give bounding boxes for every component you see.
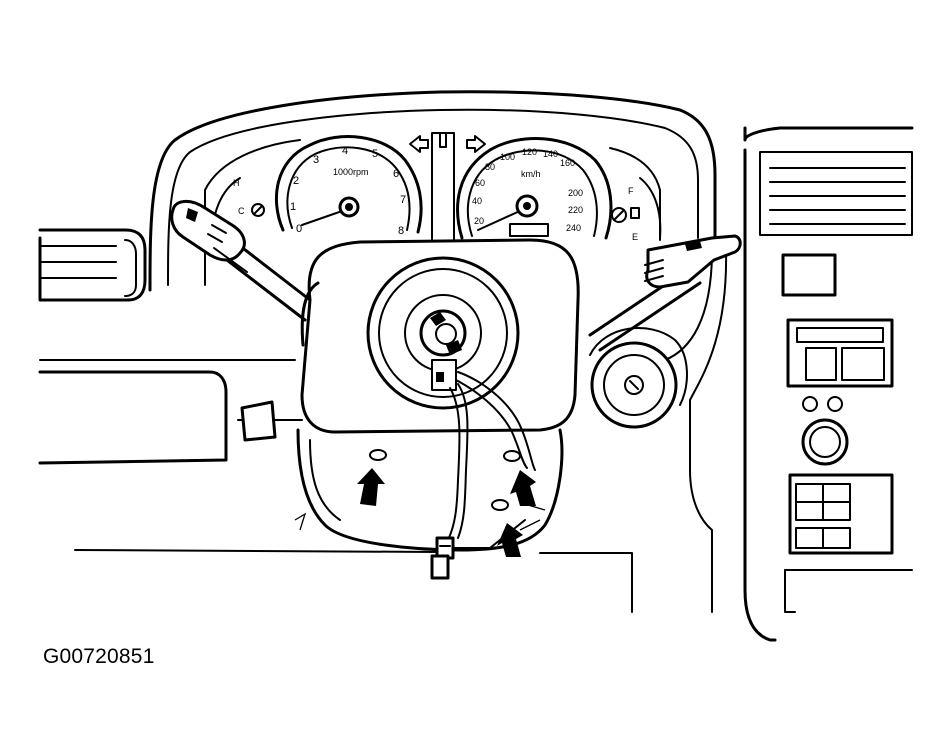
switch-panel (786, 318, 894, 388)
ignition-switch (589, 327, 688, 429)
speedometer-needle (477, 209, 523, 231)
odometer-display (509, 223, 549, 237)
speed-tick-120: 120 (522, 147, 537, 157)
instrument-cluster-hood (148, 90, 717, 292)
speed-tick-200: 200 (568, 188, 583, 198)
arrow-icon-right-screw (510, 470, 536, 506)
screw-location-arrows (357, 468, 536, 557)
screw-hole-lower (491, 499, 509, 511)
tach-tick-8: 8 (398, 225, 404, 237)
tach-tick-4: 4 (342, 145, 348, 157)
speed-tick-240: 240 (566, 223, 581, 233)
speed-tick-160: 160 (560, 158, 575, 168)
speed-tick-60: 60 (475, 178, 485, 188)
fuel-empty-label: E (632, 232, 638, 242)
tach-tick-0: 0 (296, 223, 302, 235)
temp-low-label: C (238, 206, 245, 216)
shroud-screw-holes (369, 449, 521, 511)
speed-tick-40: 40 (472, 196, 482, 206)
temp-high-label: H (233, 178, 240, 188)
climate-control-panel (788, 473, 894, 555)
hazard-switch (781, 253, 837, 297)
harness-connector-lower (430, 554, 450, 580)
fuel-full-label: F (628, 186, 634, 196)
left-air-vent (38, 228, 147, 302)
screw-hole-left (369, 449, 387, 461)
right-air-vent (769, 167, 906, 225)
wiring-harness (430, 371, 546, 580)
left-turn-arrow-icon (409, 135, 429, 153)
figure-id-label: G00720851 (43, 645, 155, 668)
screw-hole-right (503, 450, 521, 462)
speed-tick-80: 80 (485, 162, 495, 172)
speed-tick-20: 20 (474, 216, 484, 226)
tach-tick-7: 7 (400, 194, 406, 206)
tachometer-needle (301, 209, 346, 226)
right-combination-switch-stalk (588, 234, 742, 352)
tach-tick-2: 2 (293, 175, 299, 187)
speed-tick-100: 100 (500, 152, 515, 162)
tachometer-unit: 1000rpm (333, 167, 369, 177)
left-combination-switch-stalk (170, 200, 312, 322)
arrow-icon-left-screw (357, 468, 385, 506)
dash-panel-lines (38, 359, 633, 613)
tach-tick-5: 5 (372, 148, 378, 160)
clock-spring (366, 256, 520, 410)
speedometer-ticks: 20 40 60 80 100 120 140 160 200 220 240 (472, 147, 583, 233)
tach-tick-3: 3 (313, 154, 319, 166)
speed-tick-140: 140 (543, 149, 558, 159)
tach-tick-1: 1 (290, 201, 296, 213)
warning-light-strip (431, 132, 455, 242)
speedometer-unit: km/h (521, 169, 541, 179)
tach-tick-6: 6 (393, 168, 399, 180)
speedometer: 20 40 60 80 100 120 140 160 200 220 240 … (456, 137, 613, 240)
speed-tick-220: 220 (568, 205, 583, 215)
right-turn-arrow-icon (466, 135, 486, 153)
column-lever (240, 400, 277, 442)
arrow-icon-lower-screw (497, 523, 523, 557)
fuel-gauge: F E (611, 177, 662, 242)
fuel-pump-icon (630, 207, 640, 219)
tachometer: 0 1 2 3 4 5 6 7 8 1000rpm (275, 135, 423, 237)
center-console (664, 126, 914, 642)
tachometer-ticks: 0 1 2 3 4 5 6 7 8 (290, 145, 406, 237)
